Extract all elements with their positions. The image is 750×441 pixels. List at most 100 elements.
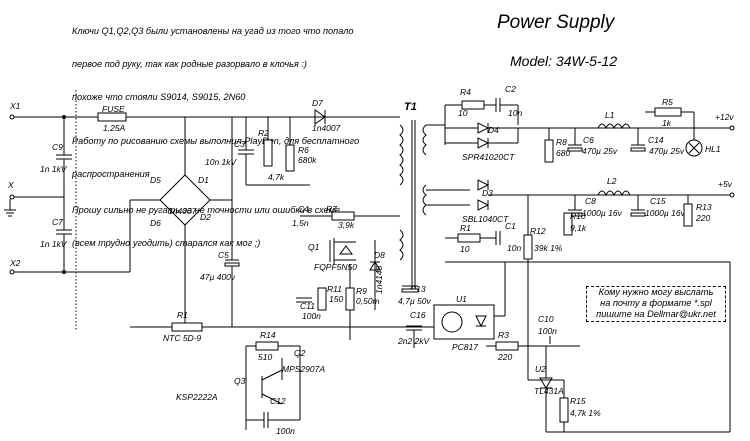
terminal-plus5-label: +5v	[718, 179, 733, 189]
c11-value: 100n	[302, 311, 321, 321]
r5-symbol	[654, 107, 682, 117]
contact-line-3: пишите на Dellmar@ukr.net	[596, 309, 716, 319]
r15-symbol	[559, 397, 569, 423]
r4-value: 10	[458, 108, 468, 118]
output-12v-section: R4 10 C2 10n D4 SPR41020CT R8 680	[426, 84, 735, 163]
terminal-x-label: X	[7, 180, 14, 190]
terminal-plus12	[729, 125, 735, 131]
r9-label: R9	[356, 286, 367, 296]
c8-value: 1000µ 16v	[582, 208, 623, 218]
model-label: Model: 34W-5-12	[510, 53, 617, 69]
d5-label: D5	[150, 175, 161, 185]
r8-value: 680	[556, 148, 570, 158]
q2-value: MPS2907A	[282, 364, 325, 374]
feedback-section: R10 9,1k R12 39k 1% U1 PC817 R3 220 C10 …	[433, 195, 731, 433]
r8-label: R8	[556, 137, 567, 147]
note-line-2: первое под руку, так как родные разорвал…	[72, 59, 307, 69]
d1-label: D1	[198, 175, 209, 185]
r7-symbol	[331, 211, 355, 221]
terminal-plus5	[729, 192, 735, 198]
c4-label: C4	[298, 204, 309, 214]
r6-value: 680k	[298, 155, 317, 165]
d7-value: 1n4007	[312, 123, 341, 133]
note-line-5: распространения	[72, 169, 150, 179]
note-line-7: (всем трудно угодить) старался как мог ;…	[72, 238, 261, 248]
r3-value: 220	[497, 352, 512, 362]
c15-value: 1000µ 16v	[645, 208, 686, 218]
input-section: X1 FUSE 1,25A C9 1n 1kV C7 1n 1kV X	[4, 90, 400, 330]
terminal-x1-label: X1	[9, 101, 21, 111]
r12-symbol	[523, 234, 533, 260]
u1-label: U1	[456, 294, 467, 304]
r5-label: R5	[662, 97, 673, 107]
r2-symbol	[263, 139, 273, 167]
r8-symbol	[544, 139, 554, 163]
d2-label: D2	[200, 212, 211, 222]
r15-value: 4,7k 1%	[570, 408, 601, 418]
c12-value: 100n	[276, 426, 295, 436]
ntc-symbol	[171, 322, 203, 332]
r11-symbol	[317, 287, 327, 311]
terminal-x	[9, 194, 15, 200]
transformer-t1: T1	[399, 101, 427, 290]
r13-label: R13	[696, 202, 712, 212]
r7-value: 3,9k	[338, 220, 355, 230]
contact-box: Кому нужно могу выслать на почту в форма…	[586, 286, 726, 322]
u2-label: U2	[535, 364, 546, 374]
r14-value: 510	[258, 352, 272, 362]
r6-symbol	[285, 144, 295, 172]
c15-label: C15	[650, 196, 666, 206]
r11-label: R11	[327, 284, 342, 294]
contact-line-2: на почту в формате *.spl	[600, 298, 712, 308]
c5-label: C5	[218, 250, 229, 260]
c8-label: C8	[585, 196, 596, 206]
d8-label: D8	[374, 250, 385, 260]
page-title: Power Supply	[497, 12, 616, 33]
d1-value: 1n4007	[168, 206, 197, 216]
c4-value: 1,5n	[292, 218, 309, 228]
d7-label: D7	[312, 98, 323, 108]
r13-value: 220	[695, 213, 710, 223]
l2-label: L2	[607, 176, 617, 186]
primary-switch-section: C4 1,5n R7 3,9k Q1 FQPF5N50 D8 1n4148 R1…	[130, 204, 440, 348]
c1-value: 10n	[507, 243, 521, 253]
r2-label: R2	[258, 128, 269, 138]
c9-value: 1n 1kV	[40, 164, 68, 174]
d3-label: D3	[482, 188, 493, 198]
fuse-label: FUSE	[102, 104, 125, 114]
note-line-1: Ключи Q1,Q2,Q3 были установлены на угад …	[72, 26, 354, 36]
r1b-symbol	[457, 233, 481, 243]
control-transistors: R14 510 Q2 MPS2907A Q3 KSP2222A C12 100n	[176, 330, 325, 436]
q1-value: FQPF5N50	[314, 262, 357, 272]
note-line-4: Работу по рисованию схемы выполнил PlayD…	[72, 136, 360, 146]
r14-symbol	[255, 341, 279, 351]
r9-value: 0,50m	[356, 296, 380, 306]
t1-label: T1	[404, 101, 417, 113]
c7-value: 1n 1kV	[40, 239, 68, 249]
d6-label: D6	[150, 218, 161, 228]
r15-label: R15	[570, 396, 586, 406]
note-line-3: похоже что стояли S9014, S9015, 2N60	[72, 92, 246, 102]
terminal-x2	[9, 269, 15, 275]
q1-label: Q1	[308, 242, 320, 252]
terminal-plus12-label: +12v	[715, 112, 734, 122]
c10-value: 100n	[538, 326, 557, 336]
c5-value: 47µ 400v	[200, 272, 236, 282]
r9-symbol	[345, 287, 355, 311]
u2-value: TL431A	[534, 386, 564, 396]
r11-value: 150	[329, 294, 343, 304]
u1-value: PC817	[452, 342, 478, 352]
fuse-symbol	[97, 112, 127, 122]
c14-label: C14	[648, 135, 664, 145]
c7-label: C7	[52, 217, 63, 227]
r3-symbol	[495, 341, 519, 351]
d8-value: 1n4148	[374, 265, 384, 294]
r6-label: R6	[298, 145, 309, 155]
r10-label: R10	[570, 211, 586, 221]
c2-value: 10n	[508, 108, 522, 118]
r1b-value: 10	[460, 244, 470, 254]
c12-label: C12	[270, 396, 286, 406]
c10-label: C10	[538, 314, 554, 324]
